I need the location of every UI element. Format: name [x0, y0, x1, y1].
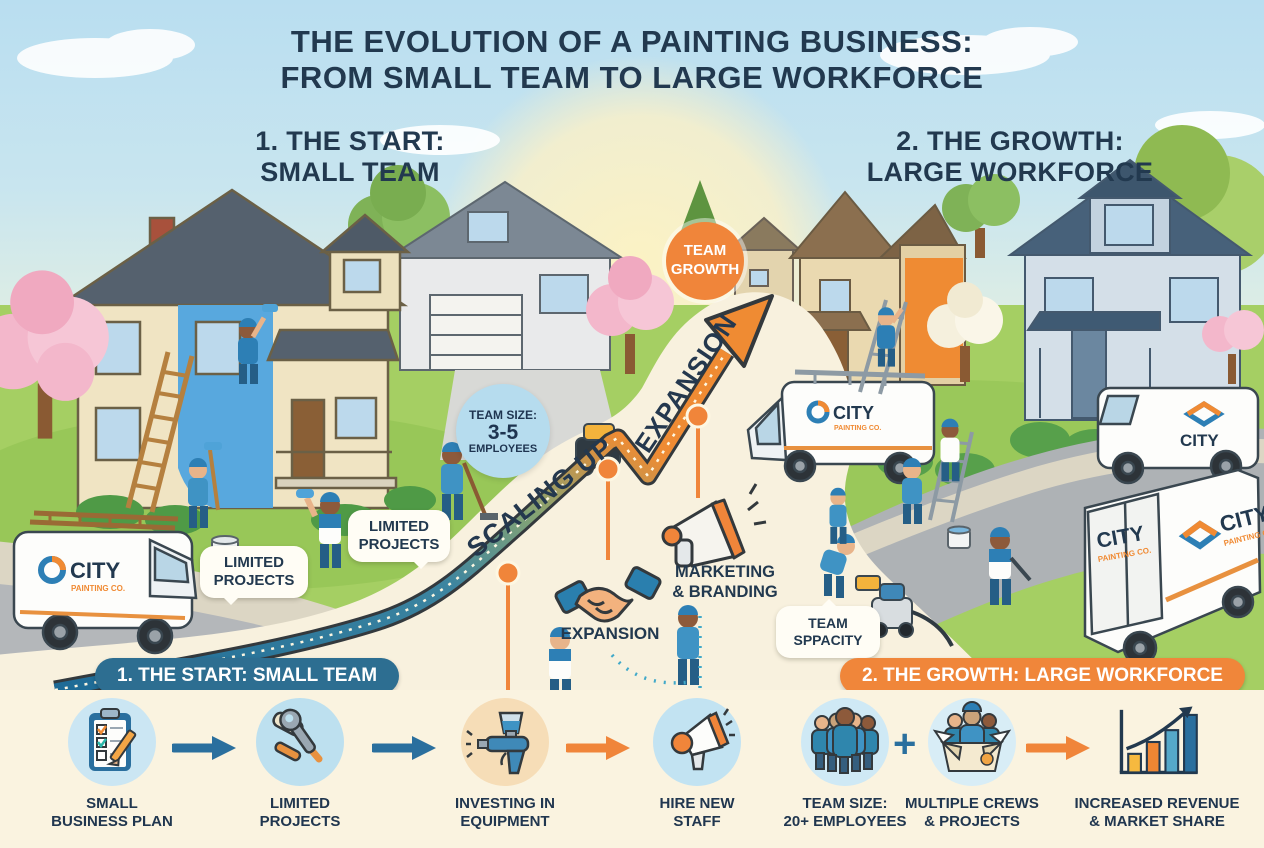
house-gray	[384, 180, 626, 371]
svg-text:PAINTING CO.: PAINTING CO.	[834, 425, 881, 432]
growth-banner: 2. THE GROWTH: LARGE WORKFORCE	[840, 658, 1245, 694]
timeline-item-label: HIRE NEW STAFF	[659, 795, 735, 831]
timeline-item-limited-projects: LIMITED PROJECTS	[210, 698, 390, 832]
pink-trees	[0, 256, 1264, 439]
timeline-item-investing-equipment: INVESTING IN EQUIPMENT	[415, 698, 595, 832]
megaphone-scene-icon	[661, 483, 767, 568]
title-line-2: FROM SMALL TEAM TO LARGE WORKFORCE	[280, 59, 984, 95]
van-right-large: CITY PAINTING CO. CITY PAINTING CO.	[1083, 468, 1264, 666]
section-start-heading: 1. THE START: SMALL TEAM	[255, 126, 445, 188]
spray-gun-icon	[461, 698, 549, 786]
arrow-orange-2	[1026, 736, 1090, 760]
arrow-orange-1	[566, 736, 630, 760]
svg-text:CITY: CITY	[70, 558, 120, 583]
plus-sign: +	[893, 722, 917, 766]
marketing-branding-label: MARKETING & BRANDING	[672, 563, 778, 601]
ladder-left	[125, 351, 195, 513]
arrow-blue-1	[172, 736, 236, 760]
title-line-1: THE EVOLUTION OF A PAINTING BUSINESS:	[290, 24, 974, 59]
limited-projects-bubble-2: LIMITED PROJECTS	[348, 510, 450, 569]
roller-wrench-icon	[256, 698, 344, 786]
house-tan-painted	[787, 190, 967, 386]
timeline-item-label: INCREASED REVENUE & MARKET SHARE	[1074, 795, 1240, 831]
timeline-item-label: TEAM SIZE: 20+ EMPLOYEES	[783, 795, 907, 831]
timeline-item-revenue: INCREASED REVENUE & MARKET SHARE	[1062, 698, 1252, 832]
svg-text:PAINTING CO.: PAINTING CO.	[71, 584, 125, 593]
arrow-blue-2	[372, 736, 436, 760]
neighborhood-illustration: CITY PAINTING CO. CITY PAINTING CO.	[0, 27, 1264, 700]
svg-text:CITY: CITY	[833, 403, 874, 423]
team-capacity-bubble: TEAM SPPACITY	[776, 599, 880, 658]
crew-box-icon	[928, 698, 1016, 786]
van-left: CITY PAINTING CO.	[12, 510, 198, 655]
expansion-milestone-label: EXPANSION	[560, 624, 660, 643]
team-growth-badge: TEAM GROWTH	[666, 222, 744, 300]
handshake-icon	[554, 566, 662, 623]
timeline-strip: SMALL BUSINESS PLAN LIMITED PROJECTS	[0, 690, 1264, 848]
team-group-icon	[801, 698, 889, 786]
timeline-item-label: SMALL BUSINESS PLAN	[51, 795, 173, 831]
timeline-item-label: LIMITED PROJECTS	[259, 795, 341, 831]
clipboard-checklist-icon	[68, 698, 156, 786]
timeline-item-label: MULTIPLE CREWS & PROJECTS	[905, 795, 1039, 831]
megaphone-icon	[653, 698, 741, 786]
section-growth-heading: 2. THE GROWTH: LARGE WORKFORCE	[866, 126, 1154, 188]
start-banner: 1. THE START: SMALL TEAM	[95, 658, 400, 694]
house-cream-painted	[55, 188, 412, 510]
arrowhead	[704, 294, 774, 368]
milestones	[495, 403, 711, 695]
workers	[188, 304, 1032, 700]
timeline-item-hire-staff: HIRE NEW STAFF	[607, 698, 787, 832]
growth-path-area	[0, 292, 1012, 700]
growth-chart-icon	[1113, 698, 1201, 786]
page-title: THE EVOLUTION OF A PAINTING BUSINESS: FR…	[0, 24, 1264, 96]
svg-text:CITY: CITY	[1180, 431, 1219, 450]
van-right-small: CITY	[1096, 386, 1260, 485]
team-size-badge: TEAM SIZE: 3-5 EMPLOYEES	[456, 384, 550, 478]
timeline-item-business-plan: SMALL BUSINESS PLAN	[22, 698, 202, 832]
timeline-item-team-size: TEAM SIZE: 20+ EMPLOYEES	[755, 698, 935, 832]
limited-projects-bubble-1: LIMITED PROJECTS	[200, 546, 308, 605]
timeline-item-multiple-crews: MULTIPLE CREWS & PROJECTS	[882, 698, 1062, 832]
timeline-item-label: INVESTING IN EQUIPMENT	[454, 795, 555, 831]
